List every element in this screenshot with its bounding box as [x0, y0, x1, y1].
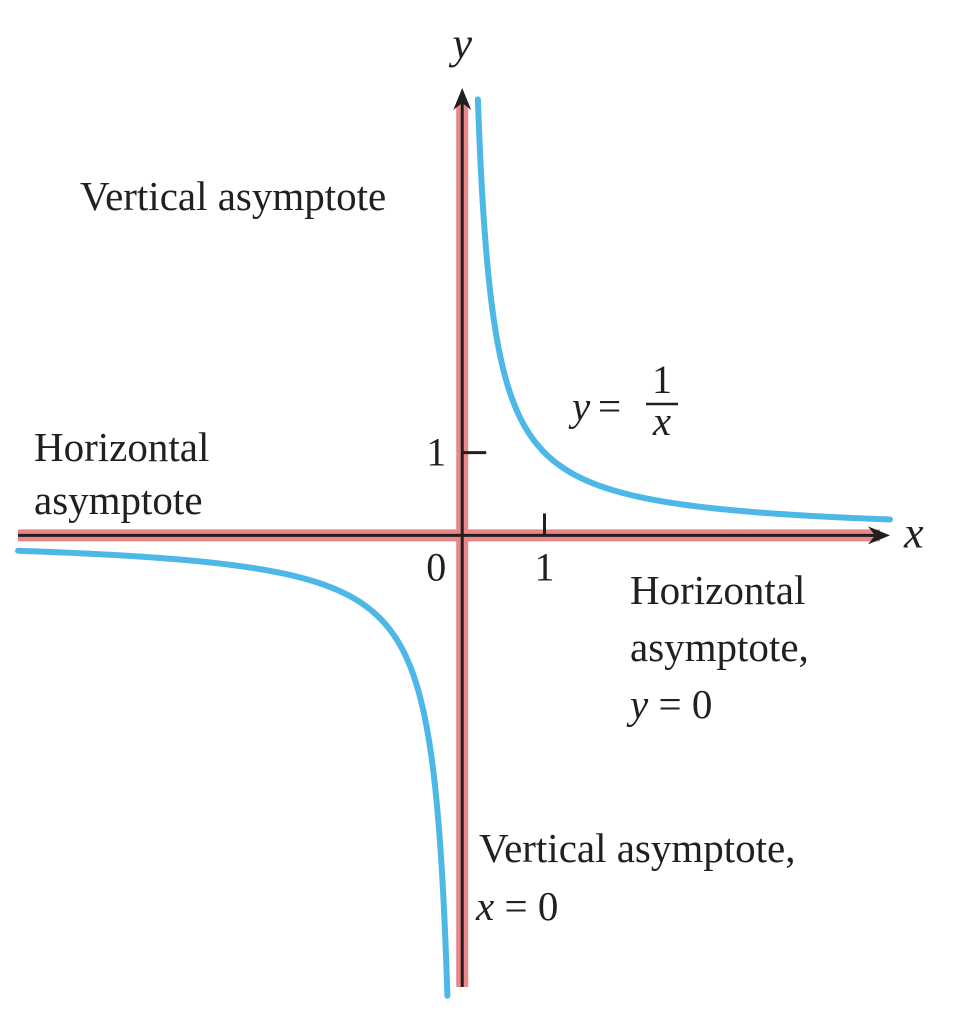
vertical-asymptote-equation-var: x: [475, 883, 494, 929]
curve-equation-label: y = 1 x: [568, 357, 678, 444]
y-axis-arrowhead: [453, 88, 472, 110]
y-axis-label: y: [448, 19, 472, 68]
horizontal-asymptote-equation-rest: = 0: [658, 681, 712, 727]
origin-label: 0: [426, 544, 446, 589]
vertical-asymptote-annotation-bottom-line1: Vertical asymptote,: [479, 825, 796, 871]
x-axis-arrowhead: [868, 526, 890, 545]
vertical-asymptote-annotation-top: Vertical asymptote: [80, 173, 386, 219]
curve-label-lhs: y: [568, 383, 591, 429]
curve-label-equals: =: [598, 383, 621, 429]
curve-label-denominator: x: [652, 398, 671, 444]
curve-label-numerator: 1: [652, 357, 672, 402]
horizontal-asymptote-equation: y = 0: [626, 681, 712, 727]
horizontal-asymptote-annotation-left-line1: Horizontal: [34, 424, 209, 470]
curve-branch-positive: [474, 96, 893, 523]
x-axis-label: x: [903, 508, 924, 557]
horizontal-asymptote-equation-var: y: [626, 681, 649, 727]
y-tick-label: 1: [426, 430, 446, 475]
horizontal-asymptote-annotation-right-line1: Horizontal: [630, 567, 805, 613]
horizontal-asymptote-annotation-right-line2: asymptote,: [630, 624, 809, 670]
horizontal-asymptote-annotation-left-line2: asymptote: [34, 477, 203, 523]
curve-branch-negative: [15, 547, 451, 999]
vertical-asymptote-equation-rest: = 0: [504, 883, 558, 929]
vertical-asymptote-equation: x = 0: [475, 883, 558, 929]
x-tick-label: 1: [534, 544, 554, 589]
